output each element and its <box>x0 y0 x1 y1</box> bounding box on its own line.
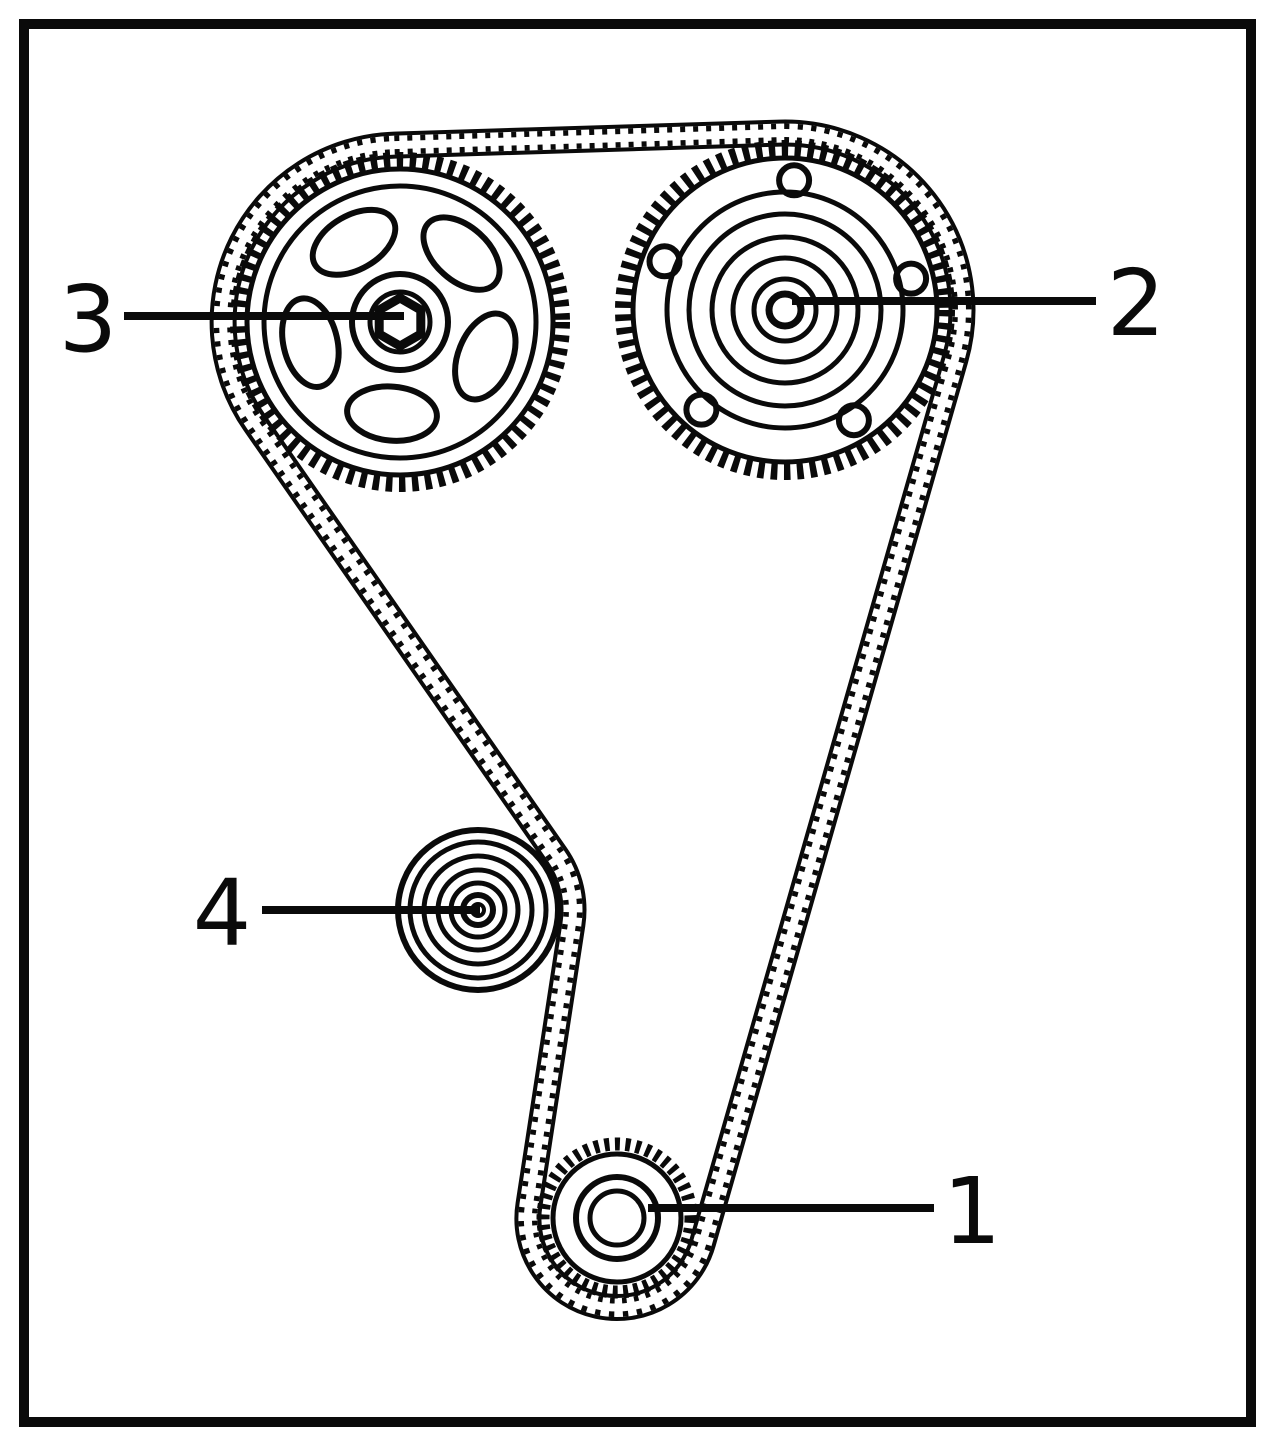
spoke-window <box>344 383 440 444</box>
spoke-window <box>279 295 342 390</box>
sprocket-face <box>631 156 939 464</box>
callout-4: 4 <box>193 860 480 967</box>
spoke-windows <box>279 206 519 444</box>
ring-2 <box>709 234 861 386</box>
camshaft-sprocket-left <box>230 152 570 492</box>
bolt-hole <box>646 243 683 280</box>
hub-hex-nut <box>374 292 426 352</box>
ring-1 <box>573 1174 661 1262</box>
hub-outer <box>349 271 451 373</box>
sprocket-outer-edge <box>244 166 556 478</box>
sprocket-outer-edge <box>630 155 940 465</box>
spoke-window <box>452 310 519 403</box>
sprocket-face <box>551 1152 683 1284</box>
bolt-hole <box>683 391 720 428</box>
sprocket-rim <box>261 183 539 461</box>
sprocket-outer-edge <box>550 1151 684 1285</box>
callout-3-label: 3 <box>59 266 118 373</box>
bolt-holes <box>646 162 930 439</box>
bolt-hole <box>776 162 813 199</box>
sprocket-teeth-ring <box>615 140 955 480</box>
spoke-window <box>420 214 503 293</box>
center-bore <box>765 290 805 330</box>
timing-belt <box>209 119 976 1322</box>
sprocket-teeth-ring <box>536 1137 698 1299</box>
ring-1 <box>686 211 884 409</box>
ring-3 <box>730 255 840 365</box>
belt-core <box>219 129 966 1312</box>
hub-inner <box>367 289 433 355</box>
ring-4 <box>751 276 819 344</box>
spoke-window <box>309 206 399 278</box>
camshaft-sprocket-right <box>615 140 955 480</box>
callout-1: 1 <box>648 1158 1001 1265</box>
figure-border <box>19 19 1256 1427</box>
sprocket-teeth-ring <box>230 152 570 492</box>
bolt-hole <box>835 402 872 439</box>
callout-1-label: 1 <box>943 1158 1002 1265</box>
crankshaft-sprocket <box>536 1137 698 1299</box>
callout-4-label: 4 <box>193 860 252 967</box>
bolt-hole <box>893 260 930 297</box>
center-bore <box>587 1188 647 1248</box>
callout-3: 3 <box>59 266 404 373</box>
callout-2-label: 2 <box>1107 250 1166 357</box>
callout-2: 2 <box>792 250 1165 357</box>
